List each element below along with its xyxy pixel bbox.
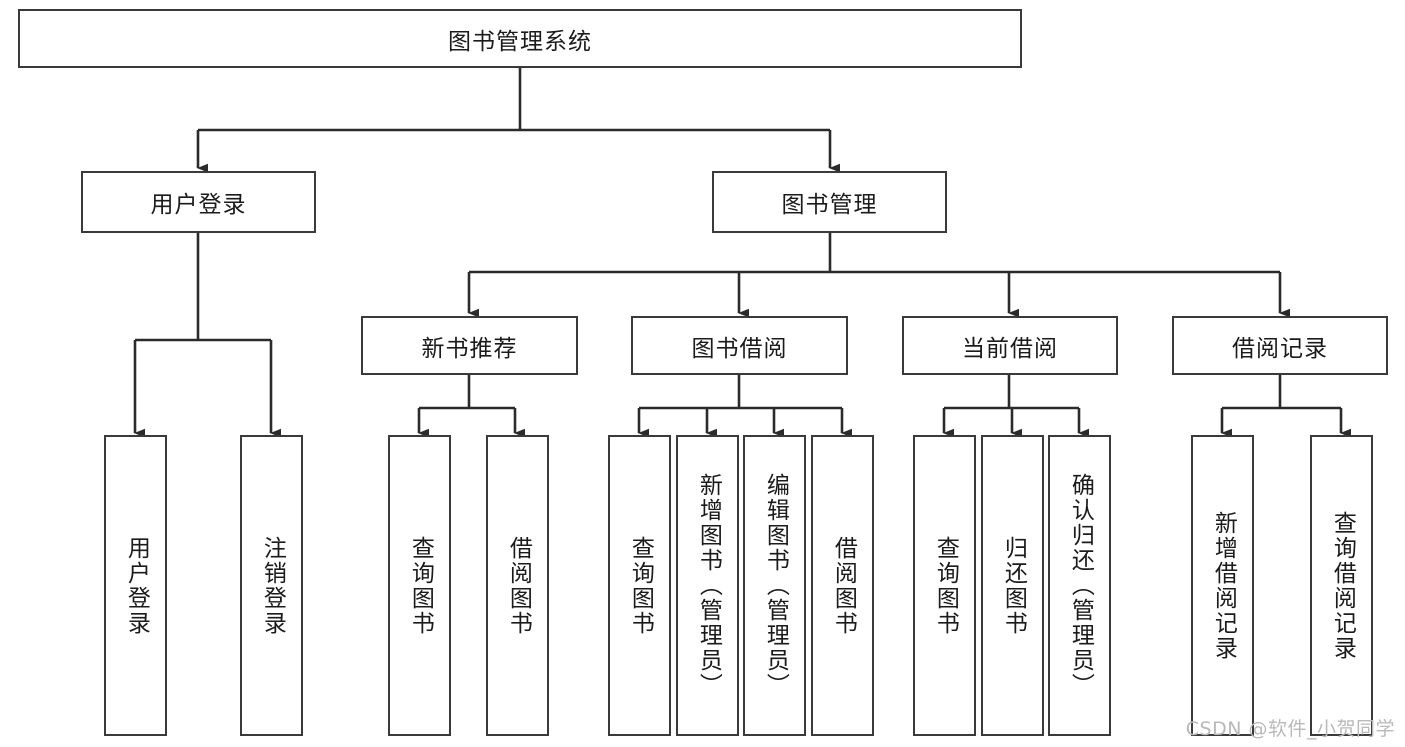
leaf-edit-book[interactable]: 编辑图书（管理员） [743,435,806,736]
leaf-query-book-borrow[interactable]: 查询图书 [608,435,671,736]
node-book-manage[interactable]: 图书管理 [712,171,947,233]
node-new-book-recommend[interactable]: 新书推荐 [361,316,578,375]
node-book-borrow[interactable]: 图书借阅 [631,316,848,375]
leaf-edit-book-label: 编辑图书（管理员） [762,473,789,698]
node-user-login[interactable]: 用户登录 [81,171,316,233]
leaf-logout-label: 注销登录 [259,535,286,636]
leaf-add-borrow-record[interactable]: 新增借阅记录 [1191,435,1254,736]
leaf-logout[interactable]: 注销登录 [240,435,303,736]
leaf-query-borrow-record-label: 查询借阅记录 [1329,510,1356,661]
leaf-query-book-current-label: 查询图书 [932,535,959,636]
node-user-login-label: 用户登录 [150,192,247,218]
leaf-query-book-recommend-label: 查询图书 [407,535,434,636]
leaf-add-borrow-record-label: 新增借阅记录 [1210,510,1237,661]
leaf-query-book-borrow-label: 查询图书 [627,535,654,636]
node-borrow-record-label: 借阅记录 [1232,335,1328,362]
leaf-query-book-current[interactable]: 查询图书 [913,435,976,736]
leaf-borrow-book-recommend[interactable]: 借阅图书 [486,435,549,736]
node-new-book-recommend-label: 新书推荐 [421,335,518,362]
leaf-borrow-book-label: 借阅图书 [830,535,857,636]
leaf-borrow-book-recommend-label: 借阅图书 [505,535,532,636]
leaf-return-book[interactable]: 归还图书 [981,435,1044,736]
leaf-user-login[interactable]: 用户登录 [104,435,167,736]
node-borrow-record[interactable]: 借阅记录 [1172,316,1388,375]
node-current-borrow[interactable]: 当前借阅 [902,316,1118,375]
leaf-add-book-label: 新增图书（管理员） [695,473,722,698]
leaf-query-book-recommend[interactable]: 查询图书 [388,435,451,736]
leaf-add-book[interactable]: 新增图书（管理员） [676,435,739,736]
node-current-borrow-label: 当前借阅 [962,335,1058,362]
leaf-confirm-return-label: 确认归还（管理员） [1067,473,1094,698]
node-root[interactable]: 图书管理系统 [18,9,1022,68]
leaf-return-book-label: 归还图书 [1000,535,1027,636]
leaf-confirm-return[interactable]: 确认归还（管理员） [1048,435,1111,736]
leaf-borrow-book[interactable]: 借阅图书 [811,435,874,736]
leaf-user-login-label: 用户登录 [123,535,150,636]
node-book-manage-label: 图书管理 [781,192,878,218]
leaf-query-borrow-record[interactable]: 查询借阅记录 [1310,435,1373,736]
node-book-borrow-label: 图书借阅 [691,335,788,362]
node-root-label: 图书管理系统 [448,28,592,55]
